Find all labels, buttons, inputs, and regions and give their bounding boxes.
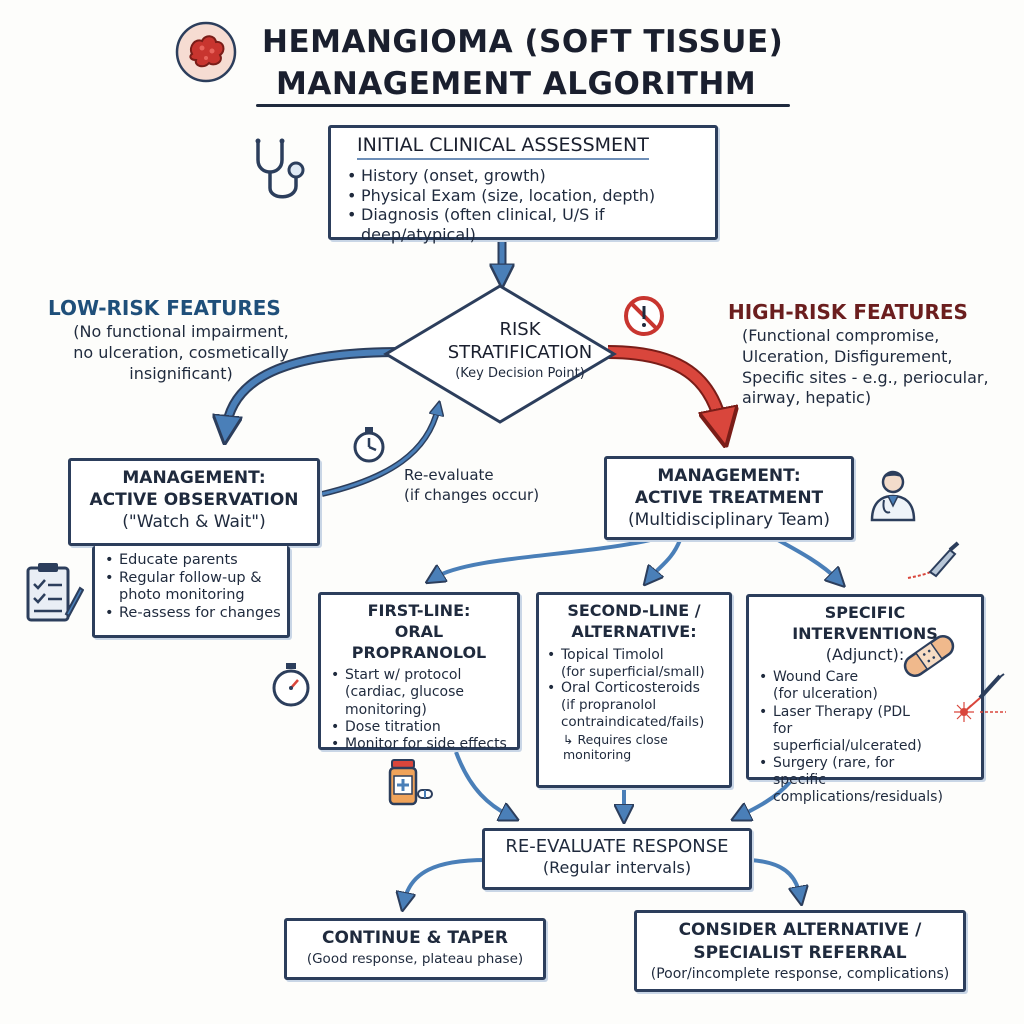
high-risk-desc-line: Ulceration, Disfigurement, [742, 346, 953, 366]
second-line-item: Oral Corticosteroids [547, 680, 723, 697]
first-line-title: FIRST-LINE: ORAL PROPRANOLOL [329, 601, 509, 663]
reevaluate-response-box: RE-EVALUATE RESPONSE (Regular intervals) [482, 828, 752, 890]
pill-bottle-icon [386, 756, 434, 808]
risk-title-line: RISK [499, 319, 541, 340]
page-subtitle: MANAGEMENT ALGORITHM [276, 66, 757, 102]
specific-title: SPECIFIC INTERVENTIONS (Adjunct): [757, 603, 973, 665]
alternative-title-line: CONSIDER ALTERNATIVE / [678, 920, 922, 940]
specific-item-sub: (for ulceration) [773, 686, 878, 703]
observation-title-line: ACTIVE OBSERVATION [89, 490, 299, 511]
first-line-item: Start w/ protocol (cardiac, glucose moni… [331, 667, 509, 718]
stopwatch-icon [268, 660, 314, 710]
initial-item-diagnosis: Diagnosis (often clinical, U/S if deep/a… [347, 205, 701, 244]
second-line-note: ↳ Requires close monitoring [563, 732, 668, 763]
continue-title: CONTINUE & TAPER [322, 928, 508, 948]
laser-icon [950, 672, 1008, 722]
specific-item: Laser Therapy (PDL for superficial/ulcer… [759, 704, 933, 755]
continue-subtitle: (Good response, plateau phase) [306, 950, 524, 967]
specific-item: Surgery (rare, for specific complication… [759, 755, 943, 806]
active-observation-box: MANAGEMENT: ACTIVE OBSERVATION ("Watch &… [68, 458, 320, 546]
observation-title-line: MANAGEMENT: [122, 468, 266, 488]
first-line-item: Dose titration [331, 719, 509, 736]
observation-actions-box: Educate parents Regular follow-up & phot… [92, 546, 290, 638]
second-line-item: Topical Timolol [547, 647, 723, 664]
arrow-first-line-to-response [454, 751, 510, 816]
second-line-item-sub: (if propranolol contraindicated/fails) [561, 697, 705, 730]
specific-title-line: (Adjunct): [825, 644, 905, 664]
alternative-subtitle: (Poor/incomplete response, complications… [650, 965, 950, 982]
high-risk-desc-line: (Functional compromise, [742, 326, 940, 345]
treatment-title-line: ACTIVE TREATMENT [634, 488, 824, 509]
first-line-title-line: FIRST-LINE: [367, 601, 471, 620]
observation-item: Regular follow-up & photo monitoring [105, 570, 283, 605]
high-risk-heading: HIGH-RISK FEATURES [728, 300, 968, 324]
continue-taper-box: CONTINUE & TAPER (Good response, plateau… [284, 918, 546, 980]
arrow-response-to-alternative [749, 858, 800, 896]
bandage-icon [900, 630, 958, 682]
risk-decision-diamond [383, 284, 617, 424]
observation-item: Educate parents [105, 552, 283, 570]
high-risk-description: (Functional compromise, Ulceration, Disf… [742, 326, 1012, 409]
specific-title-line: SPECIFIC INTERVENTIONS [792, 603, 938, 643]
prohibited-warning-icon [622, 294, 666, 338]
page-title: HEMANGIOMA (SOFT TISSUE) [262, 24, 784, 60]
initial-assessment-box: INITIAL CLINICAL ASSESSMENT History (ons… [328, 125, 718, 244]
reevaluate-note-line: Re-evaluate [404, 466, 494, 484]
stopwatch-icon [350, 424, 388, 464]
low-risk-desc-line: (No functional impairment, [73, 322, 289, 341]
second-line-box: SECOND-LINE / ALTERNATIVE: Topical Timol… [536, 592, 732, 788]
response-subtitle: (Regular intervals) [542, 858, 692, 878]
clipboard-checklist-icon [22, 560, 85, 626]
low-risk-description: (No functional impairment, no ulceration… [56, 322, 306, 384]
high-risk-desc-line: Specific sites - e.g., periocular, [742, 367, 989, 387]
alternative-referral-box: CONSIDER ALTERNATIVE / SPECIALIST REFERR… [634, 910, 966, 992]
arrow-response-to-continue [404, 858, 487, 902]
second-line-title: SECOND-LINE / ALTERNATIVE: [545, 601, 723, 643]
treatment-subtitle: (Multidisciplinary Team) [627, 510, 831, 531]
initial-item-history: History (onset, growth) [347, 166, 701, 186]
alternative-title-line: SPECIALIST REFERRAL [693, 942, 907, 963]
observation-item: Re-assess for changes [105, 605, 283, 623]
first-line-item: Monitor for side effects [331, 736, 509, 753]
reevaluate-note-line: (if changes occur) [404, 485, 540, 504]
hemangioma-icon [174, 20, 238, 84]
risk-title-line: STRATIFICATION [447, 342, 593, 364]
first-line-box: FIRST-LINE: ORAL PROPRANOLOL Start w/ pr… [318, 592, 520, 753]
arrow-treatment-to-first-line [434, 538, 651, 578]
low-risk-desc-line: insignificant) [129, 363, 233, 383]
low-risk-heading: LOW-RISK FEATURES [48, 296, 281, 320]
second-line-item-sub: (for superficial/small) [561, 663, 705, 680]
response-title: RE-EVALUATE RESPONSE [505, 836, 729, 857]
title-underline [256, 104, 790, 107]
treatment-title-line: MANAGEMENT: [657, 466, 801, 486]
second-line-title-line: SECOND-LINE / [567, 601, 701, 620]
scalpel-icon [900, 540, 960, 584]
observation-subtitle: ("Watch & Wait") [122, 512, 266, 533]
initial-assessment-title: INITIAL CLINICAL ASSESSMENT [357, 134, 649, 160]
risk-stratification-subtitle: (Key Decision Point) [455, 366, 585, 381]
low-risk-desc-line: no ulceration, cosmetically [73, 342, 289, 362]
high-risk-desc-line: airway, hepatic) [742, 388, 872, 408]
specific-interventions-box: SPECIFIC INTERVENTIONS (Adjunct): Wound … [746, 594, 984, 805]
initial-item-exam: Physical Exam (size, location, depth) [347, 186, 701, 206]
reevaluate-note: Re-evaluate (if changes occur) [404, 466, 554, 505]
risk-stratification-title: RISK STRATIFICATION [420, 318, 620, 365]
second-line-title-line: ALTERNATIVE: [571, 621, 697, 641]
arrow-treatment-to-specific [777, 538, 838, 580]
stethoscope-icon [248, 136, 316, 208]
first-line-title-line: ORAL PROPRANOLOL [351, 621, 487, 662]
active-treatment-box: MANAGEMENT: ACTIVE TREATMENT (Multidisci… [604, 456, 854, 540]
arrow-treatment-to-second-line [650, 539, 682, 578]
doctor-icon [868, 466, 918, 522]
specific-item: Wound Care [759, 669, 973, 686]
